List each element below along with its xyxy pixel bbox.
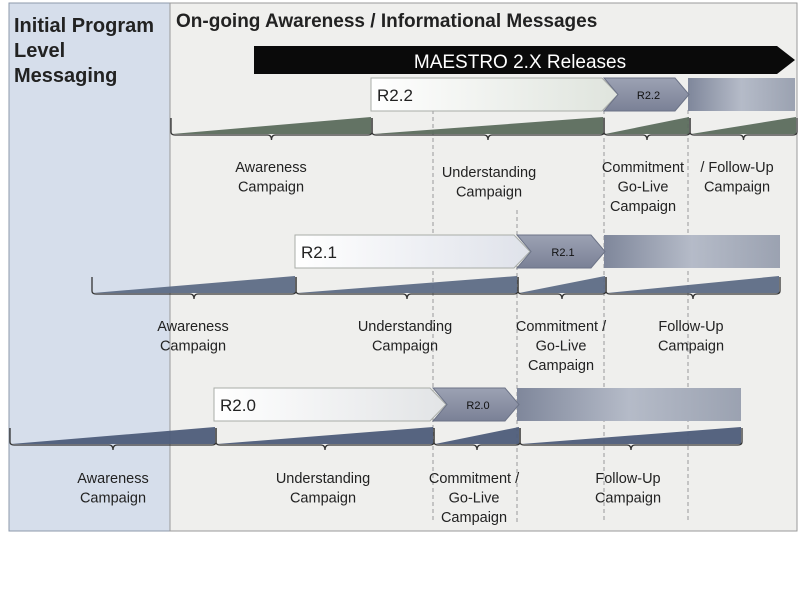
left-panel-title: Initial Program Level Messaging <box>14 15 160 87</box>
commitment-chevron <box>431 387 520 422</box>
phase-segment <box>295 276 519 300</box>
follow-up-block <box>517 388 741 421</box>
phase-segment <box>170 117 373 141</box>
phase-segment <box>689 117 798 141</box>
release-box <box>370 77 619 112</box>
phase-segment <box>433 427 521 451</box>
release-box <box>213 387 447 422</box>
commitment-chevron <box>515 234 606 269</box>
release-label: R2.1 <box>301 243 337 262</box>
commitment-chevron <box>602 77 690 112</box>
releases-banner-label: MAESTRO 2.X Releases <box>414 52 626 73</box>
phase-segment <box>91 276 297 300</box>
follow-up-block <box>604 235 780 268</box>
releases-banner-arrow <box>254 46 795 74</box>
phase-segment <box>215 427 435 451</box>
follow-up-block <box>688 78 795 111</box>
phase-segment <box>517 276 607 300</box>
phase-segment <box>9 427 217 451</box>
phase-segment <box>519 427 743 451</box>
release-box <box>294 234 531 269</box>
phase-segment <box>371 117 605 141</box>
commitment-chevron-label: R2.0 <box>466 400 489 412</box>
phase-segment <box>603 117 691 141</box>
release-label: R2.2 <box>377 86 413 105</box>
commitment-chevron-label: R2.2 <box>637 90 660 102</box>
release-label: R2.0 <box>220 396 256 415</box>
main-title: On-going Awareness / Informational Messa… <box>176 11 597 32</box>
commitment-chevron-label: R2.1 <box>551 247 574 259</box>
phase-segment <box>605 276 781 300</box>
